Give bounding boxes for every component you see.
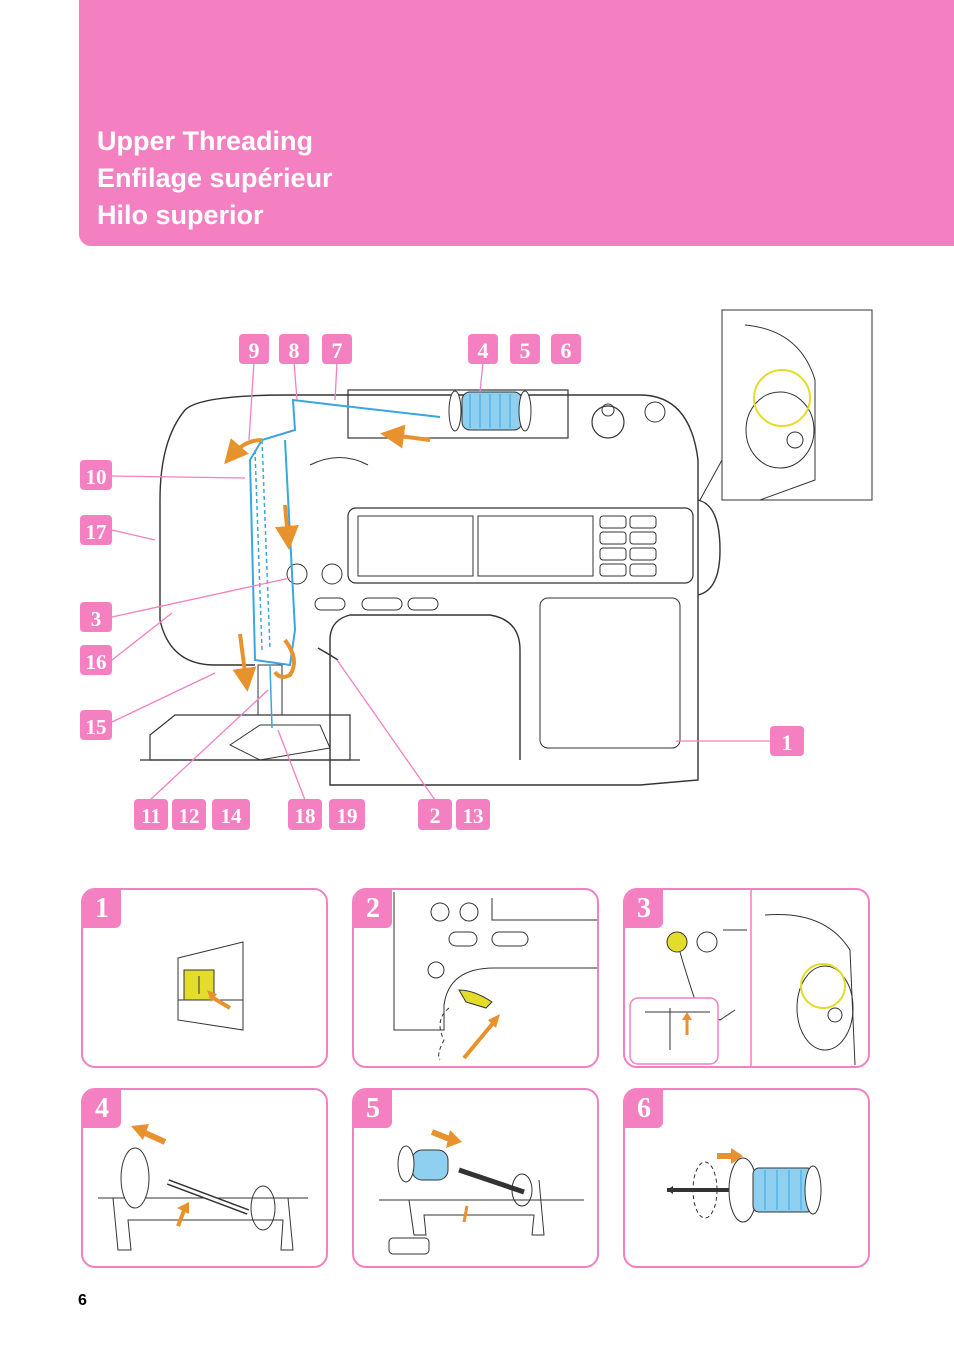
step-number-4: 4 bbox=[83, 1090, 121, 1128]
step-panel-4: 4 bbox=[81, 1088, 328, 1268]
callout-2: 2 bbox=[430, 803, 441, 828]
callout-1: 1 bbox=[782, 730, 793, 755]
step-panel-2: 2 bbox=[352, 888, 599, 1068]
callout-4: 4 bbox=[478, 338, 489, 363]
callout-10: 10 bbox=[86, 465, 107, 489]
title-french: Enfilage supérieur bbox=[97, 163, 333, 193]
title-english: Upper Threading bbox=[97, 126, 314, 156]
callout-badges: 9 8 7 4 5 6 10 17 3 16 15 1 11 12 14 18 … bbox=[80, 334, 804, 830]
callout-11: 11 bbox=[141, 804, 161, 828]
step-number-2: 2 bbox=[354, 890, 392, 928]
callout-6: 6 bbox=[561, 338, 572, 363]
callout-13: 13 bbox=[463, 804, 484, 828]
callout-9: 9 bbox=[249, 338, 260, 363]
spool-placement-icon bbox=[379, 1129, 584, 1255]
power-switch-icon bbox=[177, 941, 244, 1031]
presser-foot-lever-icon bbox=[393, 892, 597, 1061]
callout-16: 16 bbox=[86, 650, 107, 674]
step-panel-3: 3 bbox=[623, 888, 870, 1068]
callout-5: 5 bbox=[520, 338, 531, 363]
callout-7: 7 bbox=[332, 338, 343, 363]
callout-3: 3 bbox=[91, 607, 102, 631]
step-panel-5: 5 bbox=[352, 1088, 599, 1268]
callout-18: 18 bbox=[295, 804, 316, 828]
step-panel-6: 6 bbox=[623, 1088, 870, 1268]
callout-19: 19 bbox=[337, 804, 358, 828]
callout-17: 17 bbox=[86, 520, 107, 544]
title-spanish: Hilo superior bbox=[97, 200, 264, 230]
spool-pin-icon bbox=[98, 1124, 308, 1251]
step-number-3: 3 bbox=[625, 890, 663, 928]
step-number-6: 6 bbox=[625, 1090, 663, 1128]
callout-12: 12 bbox=[179, 804, 200, 828]
callout-8: 8 bbox=[289, 338, 300, 363]
step-number-5: 5 bbox=[354, 1090, 392, 1128]
step-panel-1: 1 bbox=[81, 888, 328, 1068]
spool-cap-icon bbox=[667, 1148, 822, 1223]
callout-15: 15 bbox=[86, 715, 107, 739]
needle-position-button-icon bbox=[629, 890, 856, 1066]
callout-14: 14 bbox=[221, 804, 243, 828]
page-number: 6 bbox=[78, 1292, 87, 1309]
header-banner bbox=[79, 0, 954, 246]
step-number-1: 1 bbox=[83, 890, 121, 928]
